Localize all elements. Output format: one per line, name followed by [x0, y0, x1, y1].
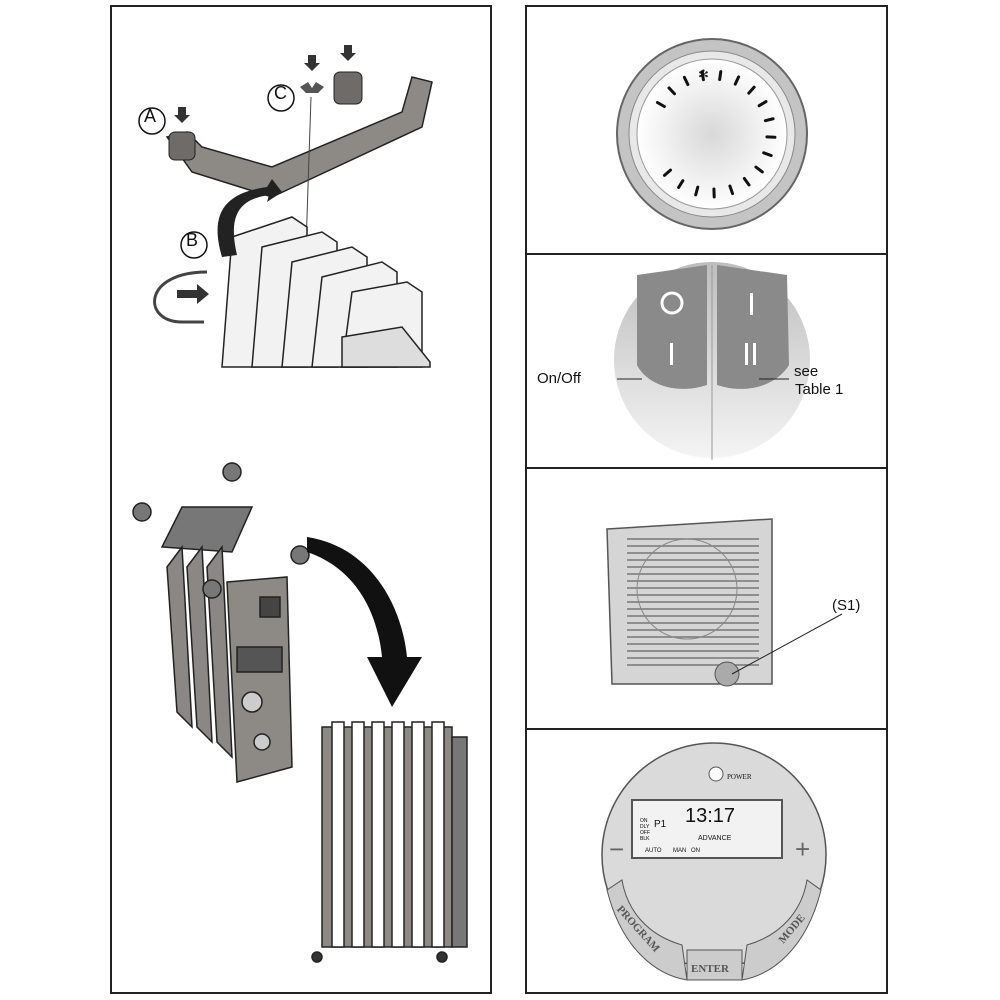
- rocker-switches: [614, 262, 810, 460]
- power-label: POWER: [727, 773, 752, 781]
- status-list: ON DLY OFF BLK: [640, 818, 650, 842]
- knob-tick: [733, 75, 741, 86]
- right-arrow-icon: [177, 284, 209, 304]
- knob-tick: [754, 165, 764, 174]
- see-table-label-2: Table 1: [795, 381, 844, 398]
- fan-heater-unit: [606, 518, 843, 687]
- fan-panel: (S1): [525, 467, 888, 730]
- knob-tick: [718, 70, 723, 82]
- knob-tick: [700, 70, 705, 82]
- status-blk: BLK: [640, 836, 650, 842]
- knob-tick: [667, 86, 676, 96]
- knob-tick: [742, 176, 751, 187]
- mode-switch: [717, 265, 789, 389]
- on-off-label: On/Off: [537, 370, 581, 387]
- heater-upright: [311, 721, 468, 963]
- s1-button: [714, 661, 740, 687]
- knob-tick: [662, 168, 672, 177]
- status-off: OFF: [640, 830, 650, 836]
- assembly-illustration: [132, 45, 468, 963]
- power-cord: [153, 270, 208, 324]
- digital-timer: [601, 742, 827, 981]
- knob-tick: [747, 85, 756, 95]
- knob-tick: [677, 179, 685, 189]
- mode-auto: AUTO: [645, 848, 662, 854]
- timer-panel: POWER 13:17 P1 ADVANCE ON DLY OFF BLK AU…: [525, 728, 888, 994]
- knob-tick: [655, 101, 666, 108]
- assembly-panel: A B C: [110, 5, 492, 994]
- knob-tick: [682, 75, 690, 87]
- heater-tilted: [132, 462, 310, 783]
- minus-button[interactable]: −: [609, 834, 625, 864]
- knob-tick: [763, 117, 775, 123]
- callout-c: C: [274, 83, 287, 103]
- thermostat-panel: ✻: [525, 5, 888, 255]
- on-off-switch: [637, 265, 707, 389]
- carry-handle: [165, 71, 433, 198]
- wing-nut: [300, 82, 324, 93]
- timer-time: 13:17: [685, 805, 736, 827]
- plus-button[interactable]: +: [795, 834, 811, 864]
- s1-label: (S1): [832, 597, 861, 614]
- advance-label: ADVANCE: [698, 835, 732, 842]
- switch-panel: On/Off see Table 1: [525, 253, 888, 469]
- status-dly: DLY: [640, 824, 650, 830]
- rotate-arrow: [307, 537, 422, 707]
- down-arrow-icons: [174, 45, 356, 123]
- program-number: P1: [654, 819, 667, 830]
- knob-tick: [762, 151, 773, 158]
- knob-tick: [694, 185, 700, 197]
- status-on: ON: [640, 818, 648, 824]
- callout-a: A: [144, 106, 157, 126]
- thermostat-knob[interactable]: ✻: [527, 7, 890, 257]
- callout-b: B: [186, 230, 199, 250]
- see-table-label-1: see: [794, 363, 819, 380]
- radiator-top: [221, 216, 431, 368]
- enter-button[interactable]: ENTER: [691, 963, 729, 975]
- mode-man: MAN: [673, 848, 687, 854]
- curved-arrow: [217, 179, 282, 257]
- mode-on: ON: [691, 848, 700, 854]
- knob-tick: [757, 100, 768, 108]
- knob-tick: [728, 184, 735, 196]
